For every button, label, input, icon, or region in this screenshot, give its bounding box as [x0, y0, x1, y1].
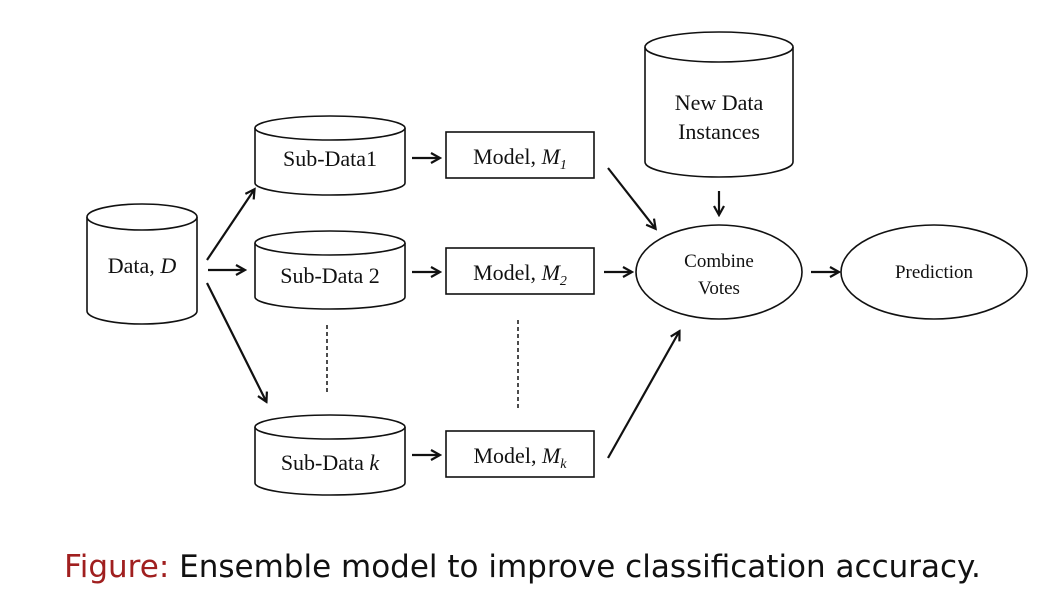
- arrow-model-k-to-combine: [607, 332, 679, 459]
- arrow-model-1-to-combine: [607, 167, 655, 228]
- arrow-data-to-subset-1: [206, 190, 254, 261]
- model-box-k: Model, Mk: [445, 430, 595, 478]
- combine-votes-node: Combine Votes: [635, 224, 803, 320]
- subset-label-2: Sub-Data 2: [280, 263, 380, 288]
- model-label-2: Model, M2: [473, 260, 567, 289]
- data-source-cylinder: Data, D: [86, 203, 198, 325]
- combine-label-line2: Votes: [698, 278, 740, 299]
- model-box-1: Model, M1: [445, 131, 595, 179]
- caption-prefix: Figure:: [64, 549, 170, 585]
- caption-text: Ensemble model to improve classification…: [179, 549, 981, 585]
- model-label-1: Model, M1: [473, 144, 567, 173]
- figure-caption: Figure: Ensemble model to improve classi…: [0, 549, 1045, 585]
- combine-label-line1: Combine: [684, 251, 754, 272]
- arrow-data-to-subset-k: [206, 282, 266, 401]
- subset-cylinder-2: Sub-Data 2: [254, 230, 406, 310]
- prediction-label: Prediction: [895, 262, 974, 283]
- subset-cylinder-1: Sub-Data1: [254, 115, 406, 196]
- subset-label-1: Sub-Data1: [283, 146, 377, 171]
- subset-label-k: Sub-Data k: [281, 450, 381, 475]
- subset-cylinder-k: Sub-Data k: [254, 414, 406, 496]
- new-data-label-line2: Instances: [678, 119, 760, 144]
- model-label-k: Model, Mk: [474, 443, 568, 472]
- prediction-node: Prediction: [840, 224, 1028, 320]
- new-data-label-line1: New Data: [675, 90, 764, 115]
- model-box-2: Model, M2: [445, 247, 595, 295]
- new-data-cylinder: New Data Instances: [644, 31, 794, 178]
- data-source-label: Data, D: [108, 253, 177, 278]
